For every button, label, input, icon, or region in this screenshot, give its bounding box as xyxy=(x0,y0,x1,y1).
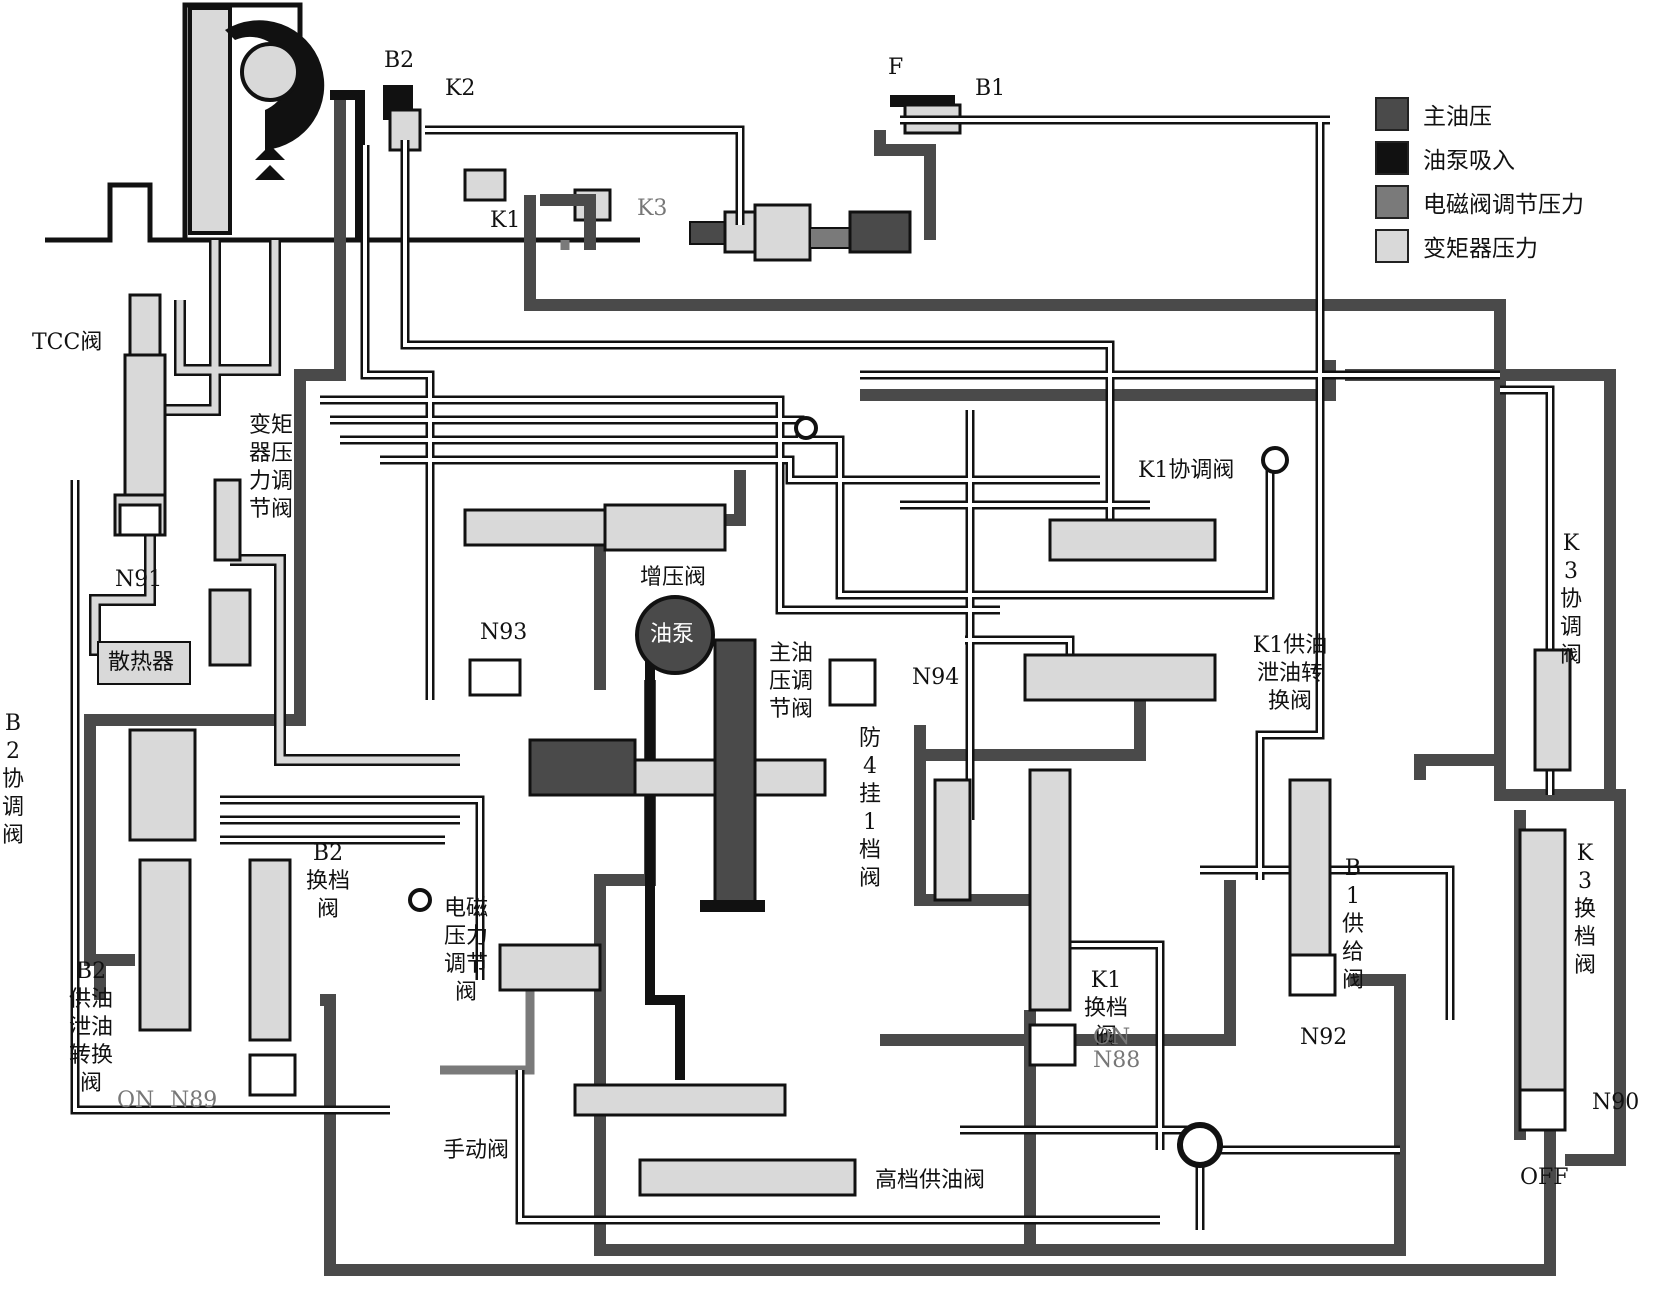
check-ball-4 xyxy=(408,888,432,912)
clutch-b2-k2 xyxy=(383,85,422,152)
pump-suction-lines xyxy=(330,90,685,1080)
legend-item-solenoid-pressure: 电磁阀调节压力 xyxy=(1375,180,1584,224)
label-b1: B1 xyxy=(975,76,1006,101)
label-k3: K3 xyxy=(637,196,668,221)
label-manual-valve: 手动阀 xyxy=(443,1138,510,1163)
main-pressure-regulator xyxy=(528,638,827,912)
check-ball-1 xyxy=(794,416,818,440)
legend-label: 电磁阀调节压力 xyxy=(1423,192,1584,218)
radiator xyxy=(97,641,191,685)
label-off: OFF xyxy=(1520,1165,1569,1190)
main-pressure-lines xyxy=(84,95,1626,1276)
boost-valve xyxy=(463,503,727,552)
label-k1-shift-valve: K1换档阀 xyxy=(1083,968,1128,1049)
legend-swatch xyxy=(1375,97,1409,131)
k3-coord-valve-body xyxy=(1533,648,1572,772)
solenoid-pressure-lines xyxy=(440,240,570,1075)
label-n90: N90 xyxy=(1592,1090,1640,1115)
housing-outline xyxy=(45,2,303,243)
k3-shift-valve-body xyxy=(1518,828,1567,1092)
b2-shift-valve-body xyxy=(248,858,292,1042)
legend: 主油压 油泵吸入 电磁阀调节压力 变矩器压力 xyxy=(1375,92,1584,268)
label-high-gear-supply-valve: 高档供油阀 xyxy=(875,1168,986,1193)
label-solenoid-pressure-reg-valve: 电磁压力调节阀 xyxy=(443,896,488,1005)
label-oil-pump: 油泵 xyxy=(650,622,695,647)
check-ball-2 xyxy=(1261,446,1289,474)
oil-pump xyxy=(635,595,715,675)
legend-label: 油泵吸入 xyxy=(1423,148,1515,174)
label-k1: K1 xyxy=(490,208,521,233)
label-anti-4-1-valve: 防4挂1档阀 xyxy=(858,726,881,891)
b2-supply-valve-body xyxy=(138,858,192,1032)
control-passages-inner xyxy=(73,118,1552,1230)
label-b2-supply-switch-valve: B2供油泄油转换阀 xyxy=(68,959,113,1096)
label-n88: N88 xyxy=(1093,1048,1141,1073)
gear-shaft xyxy=(689,203,912,262)
legend-label: 主油压 xyxy=(1423,104,1492,130)
solenoids xyxy=(118,503,1567,1132)
label-tcc-valve: TCC阀 xyxy=(32,330,103,355)
b1-supply-valve-body xyxy=(1288,778,1332,962)
label-k3-shift-valve: K3换档阀 xyxy=(1573,841,1596,978)
legend-swatch xyxy=(1375,141,1409,175)
label-n88-on: ON xyxy=(1093,1025,1131,1050)
label-k3-coord-valve: K3协调阀 xyxy=(1559,531,1582,668)
label-n93: N93 xyxy=(480,620,528,645)
legend-label: 变矩器压力 xyxy=(1423,236,1538,262)
k1-supply-valve-body xyxy=(1023,653,1217,702)
legend-item-main-pressure: 主油压 xyxy=(1375,92,1584,136)
clutch-k1 xyxy=(463,168,507,202)
b2-coord-valve-body xyxy=(128,728,197,842)
label-f: F xyxy=(888,55,904,80)
high-gear-supply-valve-body xyxy=(638,1158,857,1197)
label-converter-reg-valve: 变矩器压力调节阀 xyxy=(248,413,293,522)
legend-item-converter-pressure: 变矩器压力 xyxy=(1375,224,1584,268)
check-ball-3 xyxy=(1177,1122,1223,1168)
label-n89-on: ON xyxy=(117,1088,155,1113)
label-n89: N89 xyxy=(170,1088,218,1113)
converter-regulator-body xyxy=(208,478,252,667)
label-k1-supply-switch-valve: K1供油泄油转换阀 xyxy=(1252,633,1328,714)
label-k2: K2 xyxy=(445,76,476,101)
label-boost-valve: 增压阀 xyxy=(640,565,707,590)
label-b1-supply-valve: B1供给阀 xyxy=(1341,856,1364,993)
brake-f-b1 xyxy=(890,95,962,135)
manual-valve-body xyxy=(573,1083,787,1117)
label-b2-coord-valve: B2协调阀 xyxy=(1,711,24,848)
anti-4-1-valve-body xyxy=(933,778,972,902)
k1-coord-valve-body xyxy=(1048,518,1217,562)
legend-swatch xyxy=(1375,185,1409,219)
label-b2-shift-valve: B2换档阀 xyxy=(305,841,350,922)
tcc-valve-body xyxy=(113,293,167,537)
label-n92: N92 xyxy=(1300,1025,1348,1050)
label-radiator: 散热器 xyxy=(108,650,175,675)
label-main-pressure-reg-valve: 主油压调节阀 xyxy=(768,641,813,722)
label-n91: N91 xyxy=(115,567,163,592)
label-k1-coord-valve: K1协调阀 xyxy=(1138,458,1235,483)
label-n94: N94 xyxy=(912,665,960,690)
k1-shift-valve-body xyxy=(1028,768,1072,1012)
solenoid-regulator-body xyxy=(498,943,602,992)
legend-item-pump-suction: 油泵吸入 xyxy=(1375,136,1584,180)
torque-converter xyxy=(188,6,325,235)
label-b2-top: B2 xyxy=(384,48,415,73)
legend-swatch xyxy=(1375,229,1409,263)
